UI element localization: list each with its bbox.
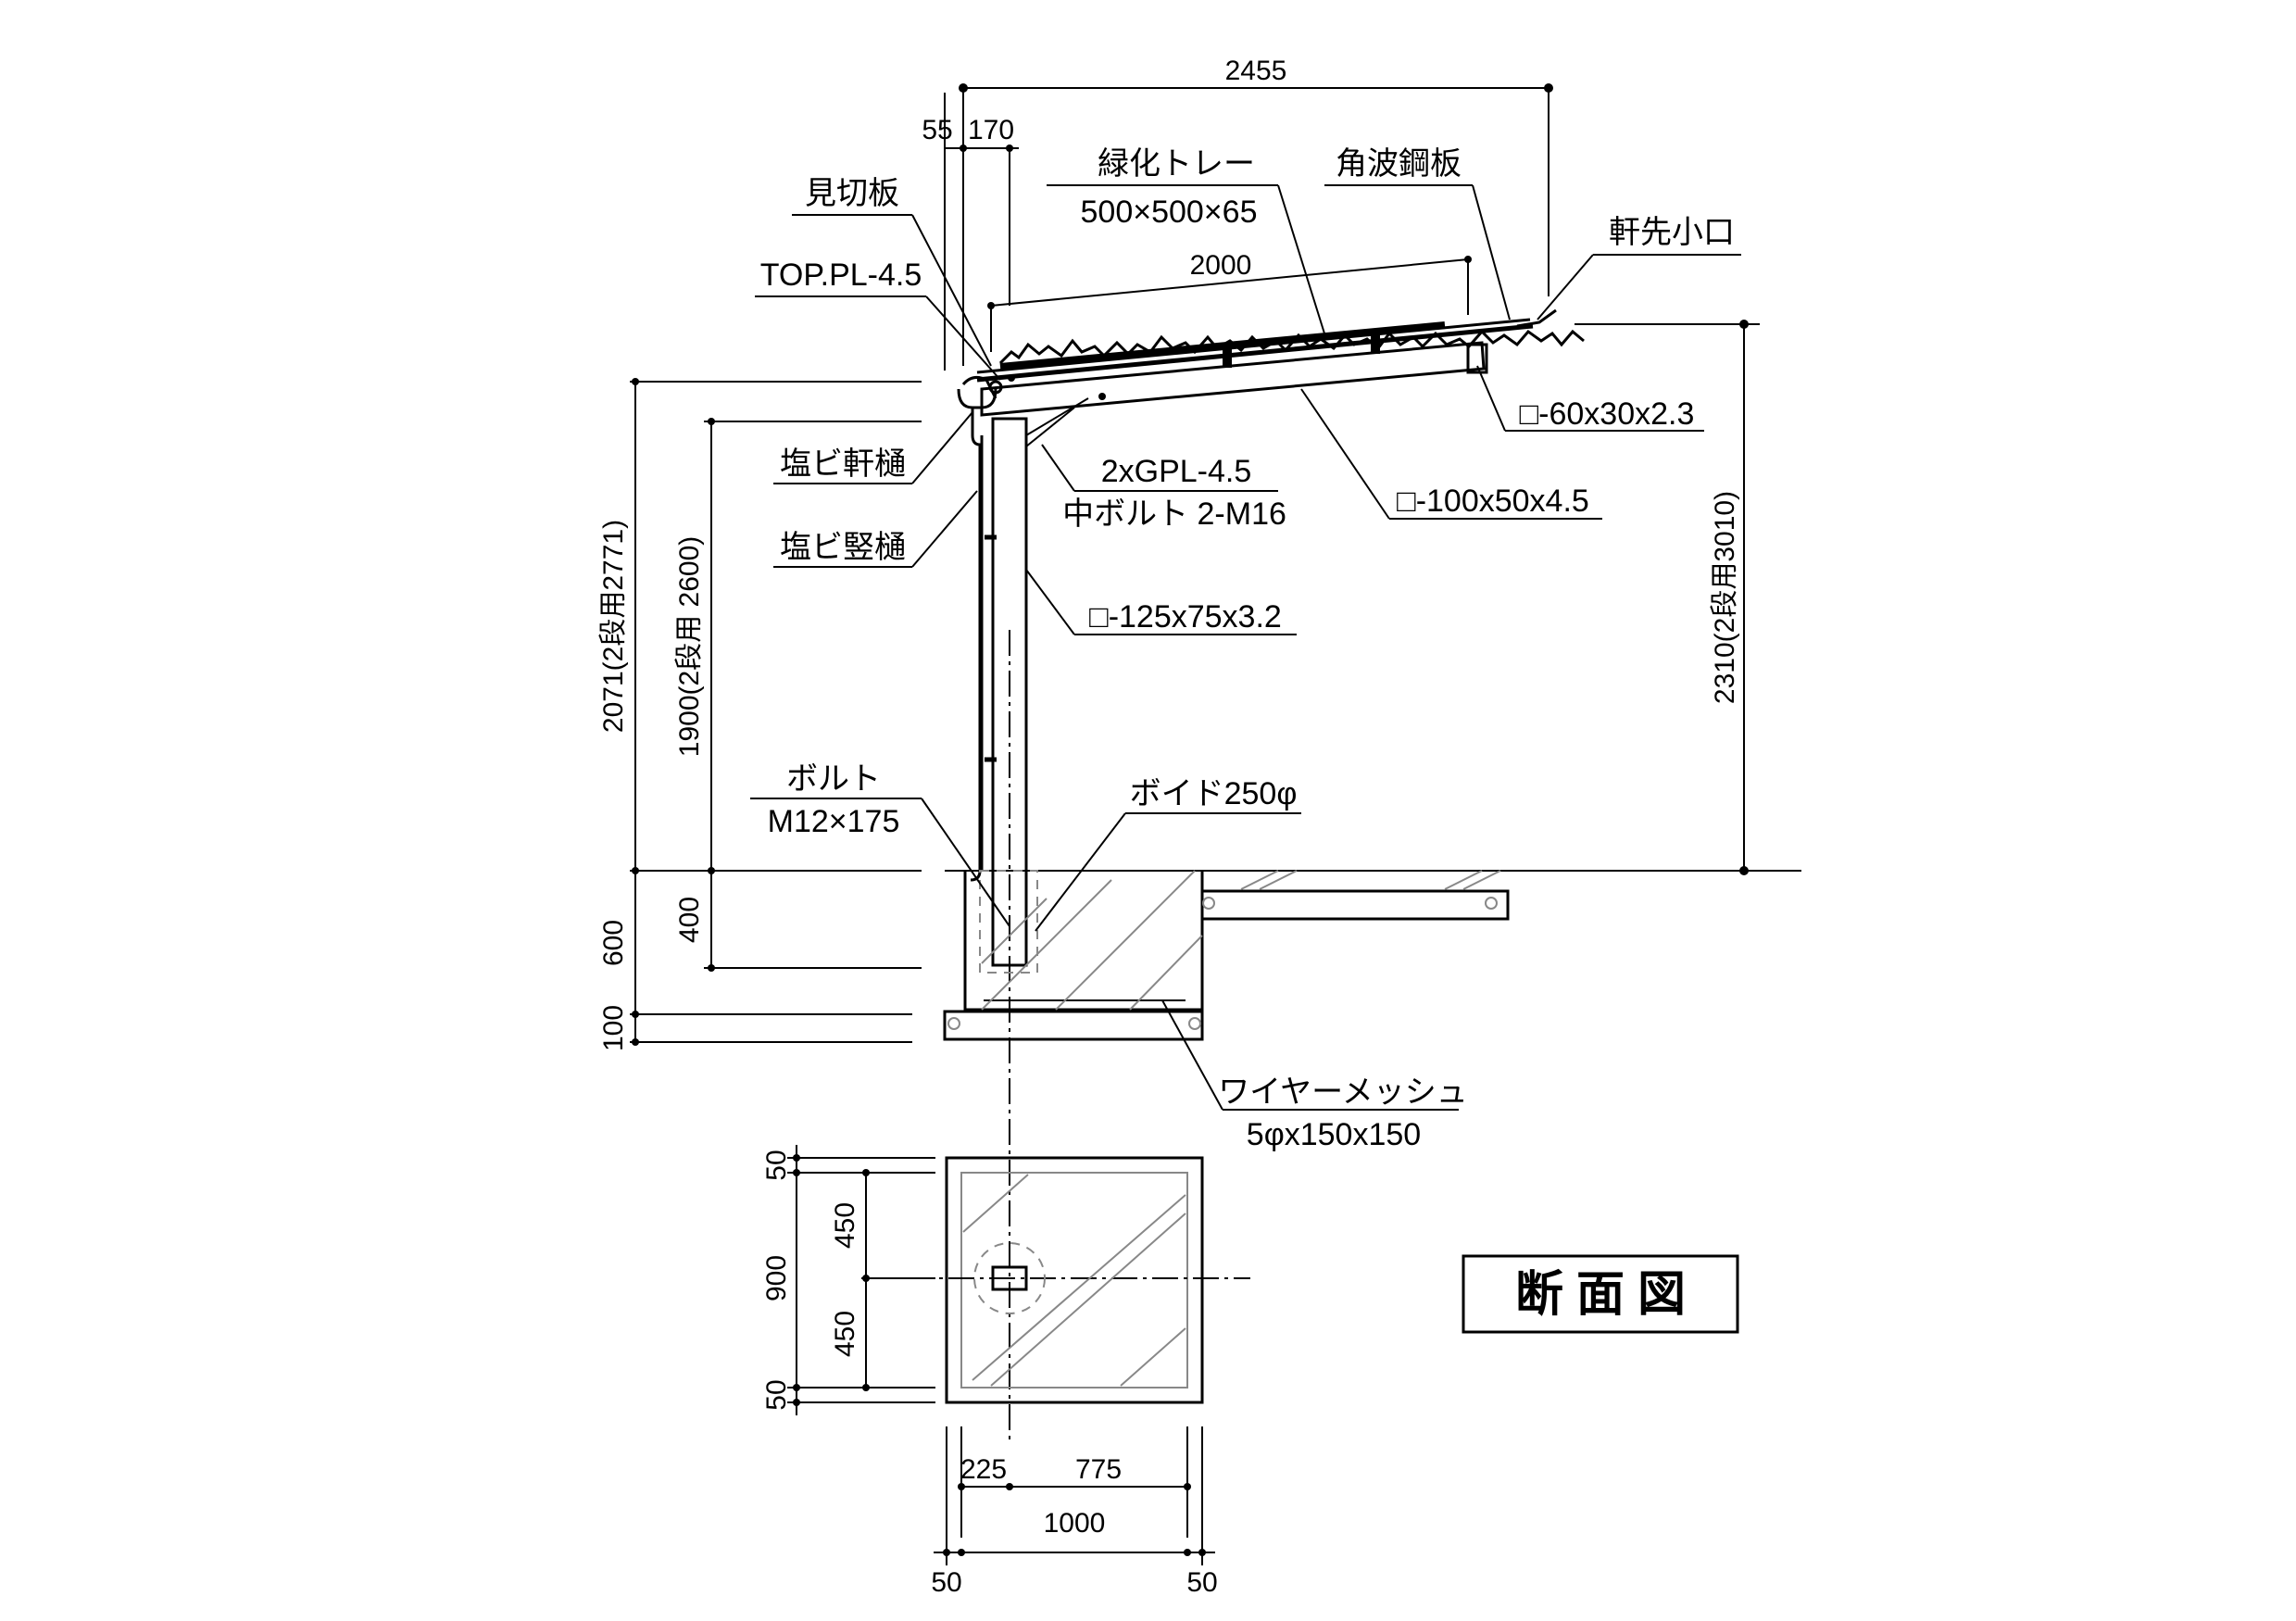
dim-55-170: 55 170: [922, 93, 1019, 371]
svg-text:50: 50: [931, 1567, 961, 1598]
dim-55-text: 55: [922, 115, 952, 145]
svg-text:50: 50: [761, 1150, 792, 1180]
label-gpl: 2xGPL-4.5 中ボルト 2-M16: [1041, 444, 1286, 532]
svg-text:□-60x30x2.3: □-60x30x2.3: [1520, 396, 1695, 432]
dim-600-text: 600: [598, 920, 629, 966]
label-bolt: ボルト M12×175: [750, 761, 1010, 927]
dim-2455: 2455: [959, 56, 1553, 366]
label-pipe-100: □-100x50x4.5: [1300, 388, 1602, 520]
label-kakunami-kouhan: 角波鋼板: [1324, 146, 1511, 320]
svg-text:775: 775: [1075, 1454, 1122, 1485]
svg-text:ワイヤーメッシュ: ワイヤーメッシュ: [1218, 1074, 1468, 1110]
foundation-section: [943, 870, 1510, 1041]
svg-text:ボイド250φ: ボイド250φ: [1130, 776, 1298, 811]
label-pipe-60: □-60x30x2.3: [1476, 365, 1704, 432]
svg-text:1000: 1000: [1044, 1508, 1106, 1539]
label-enbi-nokidoi: 塩ビ軒樋: [773, 411, 973, 484]
gutters: [957, 388, 997, 882]
label-enbi-tatedoi: 塩ビ竪樋: [773, 490, 978, 568]
svg-text:□-100x50x4.5: □-100x50x4.5: [1397, 484, 1589, 519]
svg-text:900: 900: [761, 1255, 792, 1301]
svg-text:軒先小口: 軒先小口: [1609, 215, 1735, 250]
svg-text:500×500×65: 500×500×65: [1081, 195, 1258, 230]
label-void: ボイド250φ: [1035, 776, 1301, 932]
svg-text:450: 450: [830, 1202, 860, 1249]
label-ryokka-tray: 緑化トレー 500×500×65: [1047, 146, 1325, 334]
svg-text:ボルト: ボルト: [786, 761, 881, 797]
svg-text:□-125x75x3.2: □-125x75x3.2: [1089, 599, 1282, 635]
plan-dims-vertical: 50 450 900 450 50: [761, 1145, 935, 1415]
dim-2455-text: 2455: [1225, 56, 1287, 86]
dim-1900-text: 1900(2段用 2600): [674, 536, 705, 757]
page-title: 断面図: [1515, 1268, 1699, 1322]
svg-text:塩ビ竪樋: 塩ビ竪樋: [780, 530, 906, 565]
label-top-pl: TOP.PL-4.5: [755, 258, 1001, 381]
svg-text:中ボルト 2-M16: 中ボルト 2-M16: [1062, 496, 1286, 532]
label-wire-mesh: ワイヤーメッシュ 5φx150x150: [1161, 999, 1468, 1152]
dim-2000: 2000: [987, 250, 1472, 352]
svg-text:見切板: 見切板: [805, 176, 899, 211]
dim-2000-text: 2000: [1190, 250, 1252, 281]
label-mikiri-ita: 見切板: [792, 176, 992, 367]
svg-text:塩ビ軒樋: 塩ビ軒樋: [780, 446, 906, 482]
svg-text:角波鋼板: 角波鋼板: [1336, 146, 1462, 182]
dim-2310: 2310(2段用3010): [1575, 320, 1760, 875]
dim-2310-text: 2310(2段用3010): [1710, 491, 1740, 704]
svg-text:450: 450: [830, 1311, 860, 1357]
foundation-plan: [908, 1156, 1250, 1404]
title-box: 断面図: [1462, 1254, 1739, 1334]
label-pipe-125: □-125x75x3.2: [1025, 569, 1297, 635]
svg-text:M12×175: M12×175: [768, 804, 900, 839]
label-nokisaki-koguchi: 軒先小口: [1537, 215, 1741, 320]
svg-text:50: 50: [1186, 1567, 1217, 1598]
svg-text:225: 225: [960, 1454, 1007, 1485]
plan-dims-horizontal: 225 775 1000 50 50: [931, 1426, 1218, 1598]
dim-400-text: 400: [674, 897, 705, 943]
dim-2071-text: 2071(2段用2771): [598, 520, 629, 733]
svg-text:緑化トレー: 緑化トレー: [1098, 146, 1255, 182]
svg-text:5φx150x150: 5φx150x150: [1247, 1117, 1421, 1152]
svg-text:2xGPL-4.5: 2xGPL-4.5: [1101, 454, 1252, 489]
dim-100-text: 100: [598, 1005, 629, 1051]
roof-assembly: [961, 308, 1585, 417]
svg-text:50: 50: [761, 1379, 792, 1410]
svg-text:TOP.PL-4.5: TOP.PL-4.5: [760, 258, 922, 293]
left-dimensions: 2071(2段用2771) 1900(2段用 2600) 400 600 100: [598, 378, 922, 1051]
dim-170-text: 170: [968, 115, 1014, 145]
